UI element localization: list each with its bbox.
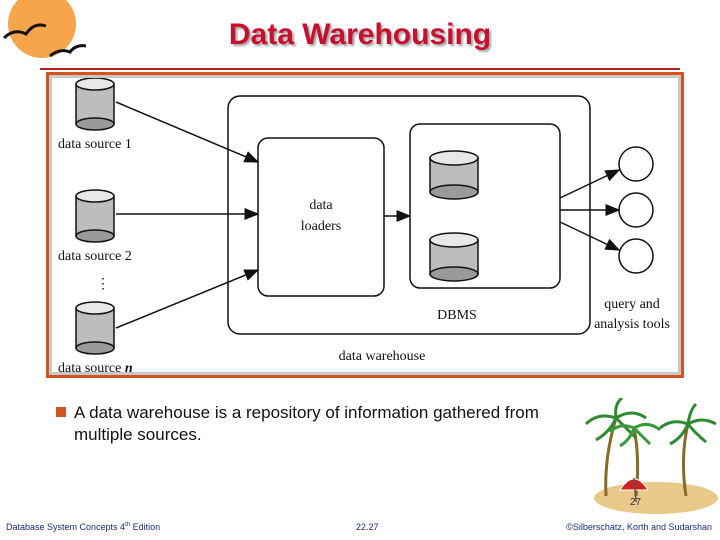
title-divider (40, 68, 680, 70)
sand-icon (594, 482, 718, 514)
data-loaders-box (257, 137, 385, 297)
arrow-dbms-to-tool-1 (559, 169, 621, 199)
footer-book-title: Database System Concepts 4th Edition (6, 522, 161, 532)
bird-icon (2, 23, 47, 40)
dbms-database-icon-top (429, 150, 479, 200)
data-loaders-label-line1: data (309, 198, 333, 213)
arrow-dbms-to-tool-3 (559, 221, 621, 251)
footer-slide-id: 22.27 (356, 522, 379, 532)
query-tools-label-line1: query and (604, 297, 660, 312)
query-tools-label-line2: analysis tools (594, 317, 670, 332)
arrow-source-n-to-loaders (115, 269, 260, 329)
source-n-database-icon (75, 301, 115, 355)
palm-fronds-icon (659, 402, 717, 446)
source-1-label: data source 1 (58, 137, 132, 152)
query-tool-icon (618, 238, 654, 274)
dbms-label: DBMS (437, 308, 477, 323)
palm-trunk-icon (604, 417, 618, 497)
dbms-database-icon-bottom (429, 232, 479, 282)
palm-trunk-icon (681, 423, 690, 497)
slide-number: 27 (630, 497, 642, 508)
bullet-square-icon (56, 407, 66, 417)
data-warehouse-diagram: data source 1 data source 2 ⋮ data sourc… (58, 78, 670, 372)
bullet-text: A data warehouse is a repository of info… (74, 403, 539, 444)
query-tool-icon (618, 192, 654, 228)
bird-icon (49, 44, 87, 58)
palm-fronds-icon (584, 398, 647, 442)
source-2-label: data source 2 (58, 249, 132, 264)
source-n-label: data source n (58, 361, 133, 372)
palm-fronds-icon (608, 423, 661, 448)
sun-icon (8, 0, 76, 58)
umbrella-pole-icon (633, 477, 637, 503)
data-warehouse-label: data warehouse (339, 349, 426, 364)
data-loaders-label-line2: loaders (301, 219, 341, 234)
query-tool-icon (618, 146, 654, 182)
sources-ellipsis: ⋮ (96, 277, 110, 292)
arrow-source-1-to-loaders (115, 101, 260, 163)
source-1-database-icon (75, 78, 115, 131)
source-2-database-icon (75, 189, 115, 243)
slide-title: Data Warehousing (228, 18, 492, 51)
footer-copyright: ©Silberschatz, Korth and Sudarshan (566, 522, 712, 532)
sun-birds-logo (2, 0, 87, 58)
palm-island-illustration (584, 398, 718, 514)
